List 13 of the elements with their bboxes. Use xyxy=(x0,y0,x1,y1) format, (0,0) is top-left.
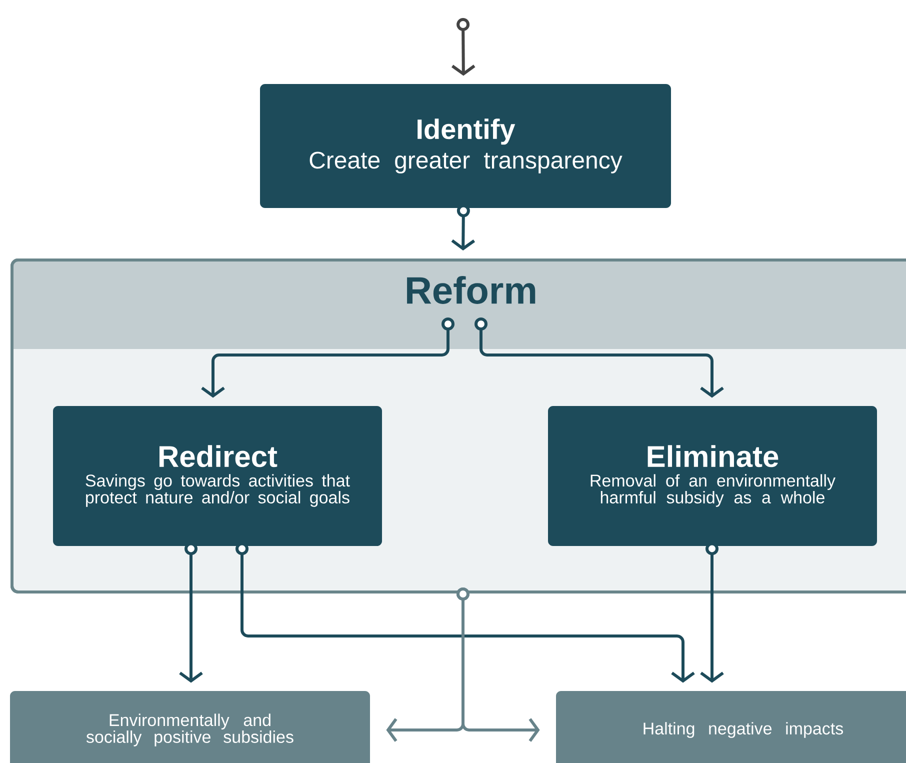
outcome-box: Halting negative impacts xyxy=(556,691,906,763)
process-box: Identify Create greater transparency xyxy=(260,84,671,208)
arrow xyxy=(700,542,724,683)
arrow xyxy=(474,318,724,398)
arrow xyxy=(456,588,540,742)
process-box: Redirect Savings go towards activities that protect nature and/or social goals xyxy=(53,406,382,546)
outcome-box: Environmentally and socially positive subsidies xyxy=(10,691,370,763)
process-box: Eliminate Removal of an environmentally harmful subsidy as a whole xyxy=(548,406,877,546)
arrow xyxy=(201,318,454,398)
arrow xyxy=(179,542,203,683)
arrow xyxy=(451,204,476,250)
arrow xyxy=(236,542,695,683)
arrow xyxy=(452,18,476,76)
